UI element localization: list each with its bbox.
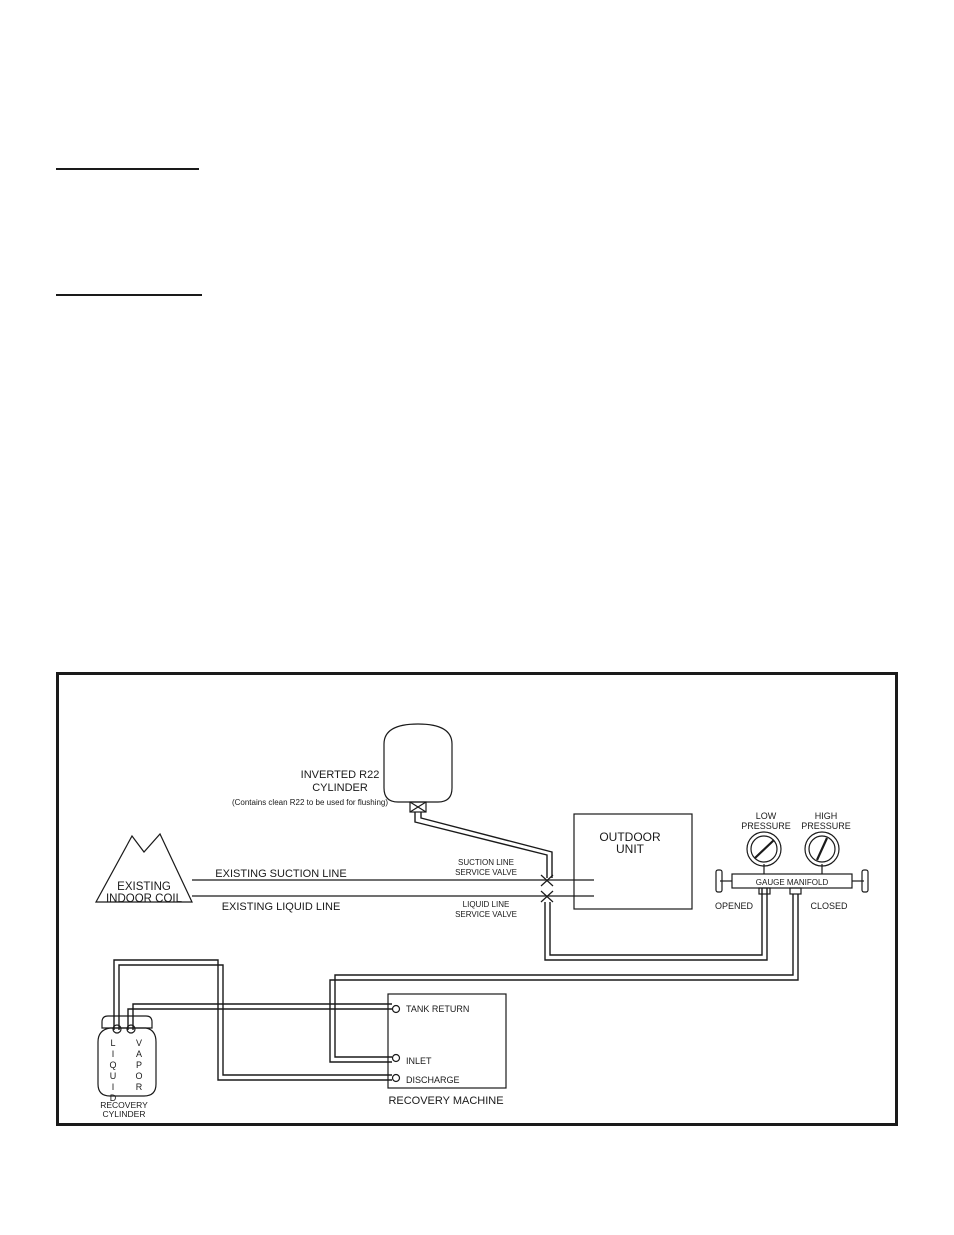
indoor-coil-label-line1: EXISTING [117, 881, 171, 893]
tank-return-port [391, 1004, 401, 1014]
gauge-manifold [715, 869, 869, 895]
discharge-hose [113, 959, 392, 1081]
diagram-border [56, 672, 898, 1126]
liquid-valve-hose [544, 888, 768, 961]
suction-line-label: EXISTING SUCTION LINE [215, 868, 346, 880]
liquid-letter: D [110, 1093, 117, 1103]
low-pressure-gauge [746, 831, 782, 874]
liquid-letter: I [112, 1049, 115, 1059]
outdoor-unit-label-line2: UNIT [616, 842, 645, 856]
liquid-letter: L [110, 1038, 115, 1048]
recovery-machine-label: RECOVERY MACHINE [388, 1095, 503, 1107]
liquid-valve-label-line1: LIQUID LINE [463, 900, 510, 909]
tank-return-hose [127, 1003, 392, 1030]
liquid-valve-label-line2: SERVICE VALVE [455, 910, 517, 919]
low-pressure-label-line1: LOW [756, 811, 777, 821]
low-pressure-label-line2: PRESSURE [741, 821, 791, 831]
suction-valve-label-line1: SUCTION LINE [458, 858, 514, 867]
cylinder-label-line1: INVERTED R22 [301, 769, 380, 781]
high-pressure-label-line2: PRESSURE [801, 821, 851, 831]
discharge-port [391, 1073, 401, 1083]
liquid-letter: U [110, 1071, 117, 1081]
high-pressure-gauge [804, 831, 840, 874]
cylinder-hose [414, 812, 553, 878]
vapor-vertical-label: V A P O R [135, 1038, 142, 1092]
vapor-letter: O [135, 1071, 142, 1081]
section-heading-rule-1 [56, 168, 199, 170]
cylinder-note: (Contains clean R22 to be used for flush… [232, 798, 388, 807]
recovery-cylinder [97, 1015, 157, 1097]
indoor-coil-label-line2: INDOOR COIL [106, 893, 183, 905]
vapor-letter: P [136, 1060, 142, 1070]
section-heading-rule-2 [56, 294, 202, 296]
outdoor-unit-box [573, 813, 693, 910]
recovery-machine-box [387, 993, 507, 1089]
vapor-letter: R [136, 1082, 143, 1092]
liquid-line-label: EXISTING LIQUID LINE [222, 901, 341, 913]
suction-valve-label-line2: SERVICE VALVE [455, 868, 517, 877]
liquid-vertical-label: L I Q U I D [109, 1038, 116, 1103]
inlet-port [391, 1053, 401, 1063]
gauge-manifold-label: GAUGE MANIFOLD [756, 878, 829, 887]
inlet-label: INLET [406, 1056, 432, 1066]
cylinder-label-line2: CYLINDER [312, 782, 368, 794]
outdoor-unit-label-line1: OUTDOOR [599, 830, 661, 844]
flushing-connection-diagram: INVERTED R22 CYLINDER (Contains clean R2… [56, 672, 898, 1126]
liquid-letter: I [112, 1082, 115, 1092]
liquid-service-valve [540, 890, 554, 903]
liquid-letter: Q [109, 1060, 116, 1070]
vapor-letter: V [136, 1038, 142, 1048]
indoor-coil-symbol [94, 832, 193, 903]
opened-label: OPENED [715, 901, 754, 911]
recovery-cylinder-label-line2: CYLINDER [103, 1109, 146, 1119]
manifold-to-inlet-hose [329, 894, 799, 1063]
tank-return-label: TANK RETURN [406, 1004, 469, 1014]
suction-service-valve [540, 874, 554, 887]
high-pressure-label-line1: HIGH [815, 811, 838, 821]
vapor-letter: A [136, 1049, 142, 1059]
closed-label: CLOSED [810, 901, 848, 911]
discharge-label: DISCHARGE [406, 1075, 460, 1085]
recovery-cylinder-label-line1: RECOVERY [100, 1100, 148, 1110]
inverted-r22-cylinder [383, 723, 453, 813]
